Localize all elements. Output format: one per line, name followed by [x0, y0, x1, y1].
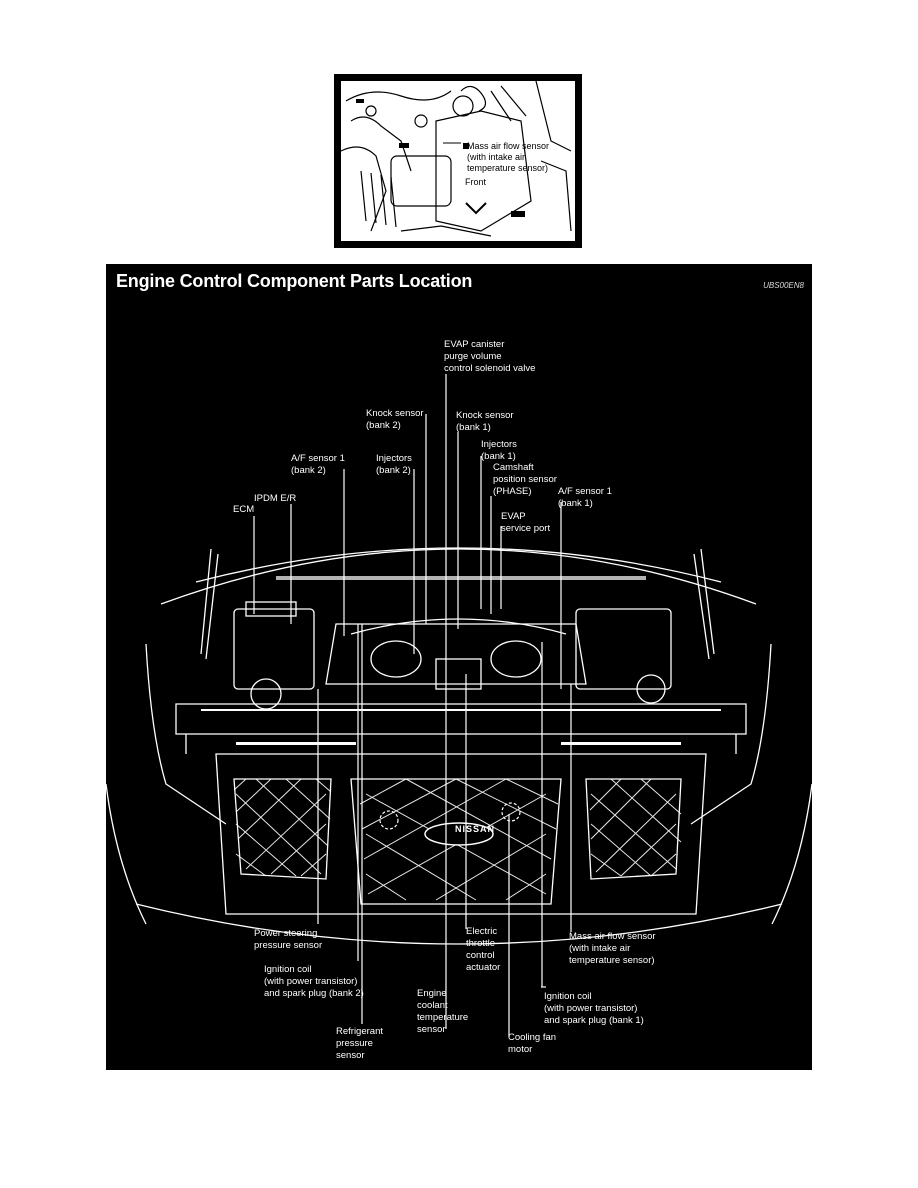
- callout-injectors-bank1: Injectors (bank 1): [481, 439, 517, 462]
- callout-camshaft-sensor: Camshaft position sensor (PHASE): [493, 462, 557, 497]
- callout-engine-coolant: Engine coolant temperature sensor: [417, 988, 469, 1035]
- callout-evap-service-port: EVAP service port: [501, 511, 551, 534]
- nissan-badge: NISSAN: [455, 824, 496, 834]
- callout-evap-canister: EVAP canister purge volume control solen…: [444, 339, 536, 374]
- callout-electric-throttle: Electric throttle control actuator: [466, 926, 501, 973]
- engine-bay-drawing: [106, 374, 812, 1037]
- diagram-title: Engine Control Component Parts Location: [116, 271, 473, 291]
- inset-engine-drawing: [341, 81, 572, 237]
- callout-ipdm: IPDM E/R: [254, 493, 297, 504]
- callout-knock-sensor-bank2: Knock sensor (bank 2): [366, 408, 424, 431]
- callout-refrigerant: Refrigerant pressure sensor: [336, 1026, 383, 1061]
- callout-power-steering: Power steering pressure sensor: [254, 928, 323, 951]
- engine-diagram: Engine Control Component Parts Location …: [106, 264, 812, 1070]
- callout-ecm: ECM: [233, 504, 255, 515]
- callout-af-sensor-bank2: A/F sensor 1 (bank 2): [291, 453, 345, 476]
- callout-cooling-fan: Cooling fan motor: [508, 1032, 557, 1055]
- callout-knock-sensor-bank1: Knock sensor (bank 1): [456, 410, 514, 433]
- callout-ignition-coil-bank2: Ignition coil (with power transistor) an…: [264, 964, 364, 999]
- callout-af-sensor-bank1: A/F sensor 1 (bank 1): [558, 486, 612, 509]
- figure-code: UBS00EN8: [763, 281, 804, 290]
- inset-figure: Mass air flow sensor (with intake air te…: [334, 74, 582, 248]
- callout-ignition-coil-bank1: Ignition coil (with power transistor) an…: [544, 991, 644, 1026]
- callout-maf-sensor: Mass air flow sensor (with intake air te…: [569, 931, 656, 966]
- inset-front-label: Front: [465, 177, 487, 187]
- inset-sensor-label: Mass air flow sensor (with intake air te…: [467, 141, 550, 173]
- callout-injectors-bank2: Injectors (bank 2): [376, 453, 412, 476]
- inset-illustration: Mass air flow sensor (with intake air te…: [340, 80, 576, 242]
